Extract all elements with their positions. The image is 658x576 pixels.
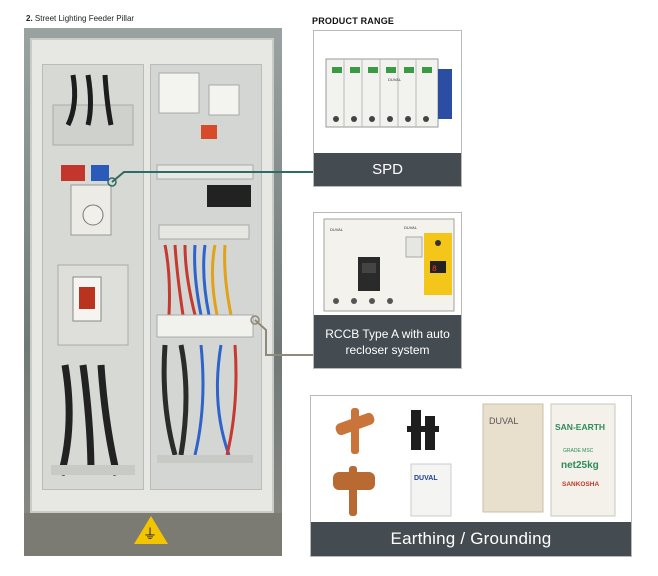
san-earth-bag-title: SAN-EARTH bbox=[555, 422, 605, 432]
spd-connector-line bbox=[111, 171, 313, 183]
rccb-auto-recloser-image: 8 DUVAL DUVAL bbox=[314, 213, 461, 317]
cabinet bbox=[30, 38, 274, 513]
spd-caption: SPD bbox=[314, 153, 461, 186]
product-card-spd[interactable]: DUVAL SPD bbox=[313, 30, 462, 187]
copper-clamp-bottom bbox=[333, 466, 375, 516]
section-title: Street Lighting Feeder Pillar bbox=[34, 14, 135, 23]
cabinet-left-compartment bbox=[42, 64, 144, 490]
rccb-caption: RCCB Type A with auto recloser system bbox=[314, 315, 461, 368]
earthing-products-image: DUVAL DUVAL SAN-EARTH GRADE MSC net25kg … bbox=[311, 396, 631, 524]
rccb-connector-line bbox=[254, 319, 313, 356]
rccb-brand-text-1: DUVAL bbox=[330, 227, 344, 232]
right-compartment-equipment bbox=[156, 72, 254, 463]
duval-pouch-label: DUVAL bbox=[414, 475, 438, 482]
san-earth-bag-grade: GRADE MSC bbox=[563, 448, 594, 454]
duval-bag-label: DUVAL bbox=[489, 416, 518, 426]
black-clamps bbox=[407, 410, 439, 450]
earthing-caption: Earthing / Grounding bbox=[311, 522, 631, 556]
san-earth-bag-maker: SANKOSHA bbox=[562, 481, 600, 488]
earth-symbol-icon: ⏚ bbox=[143, 526, 157, 542]
cabinet-right-compartment bbox=[150, 64, 262, 490]
product-card-rccb[interactable]: 8 DUVAL DUVAL RCCB Type A with auto recl… bbox=[313, 212, 462, 369]
san-earth-bag-weight: net25kg bbox=[561, 460, 599, 471]
surge-protection-device-image: DUVAL bbox=[314, 31, 461, 155]
product-range-title: PRODUCT RANGE bbox=[312, 16, 395, 26]
product-card-earthing[interactable]: DUVAL DUVAL SAN-EARTH GRADE MSC net25kg … bbox=[310, 395, 632, 557]
spd-connector-dot bbox=[107, 177, 117, 187]
section-heading: 2. Street Lighting Feeder Pillar bbox=[26, 14, 134, 23]
section-number: 2. bbox=[26, 14, 33, 23]
earth-warning-icon bbox=[134, 516, 168, 544]
feeder-pillar-photo: ⏚ bbox=[24, 28, 282, 556]
left-compartment-equipment bbox=[51, 74, 135, 476]
svg-text:8: 8 bbox=[432, 265, 437, 274]
copper-clamp-top bbox=[335, 408, 375, 454]
spd-brand-text: DUVAL bbox=[388, 77, 402, 82]
rccb-connector-dot bbox=[250, 315, 260, 325]
rccb-brand-text-2: DUVAL bbox=[404, 225, 418, 230]
